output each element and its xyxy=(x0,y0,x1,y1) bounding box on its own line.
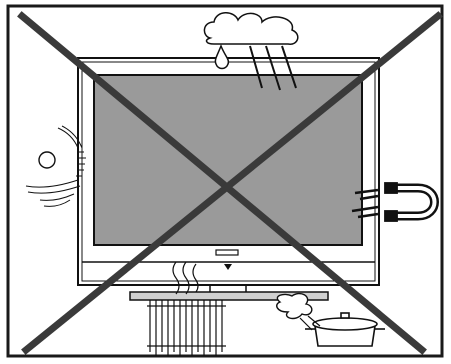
sun-icon xyxy=(25,125,86,207)
cooking-pot-icon xyxy=(305,312,385,347)
water-drop-icon xyxy=(214,43,230,70)
led-indicator-icon xyxy=(224,264,232,270)
heater-icon xyxy=(147,261,226,356)
rain-cloud-icon xyxy=(203,12,299,91)
power-button xyxy=(215,249,239,256)
steam-icon xyxy=(299,315,321,331)
magnet-icon xyxy=(351,182,439,222)
tv-screen xyxy=(93,74,363,246)
prohibition-cross xyxy=(17,11,443,355)
steam-icon xyxy=(276,292,313,320)
television xyxy=(77,57,380,286)
